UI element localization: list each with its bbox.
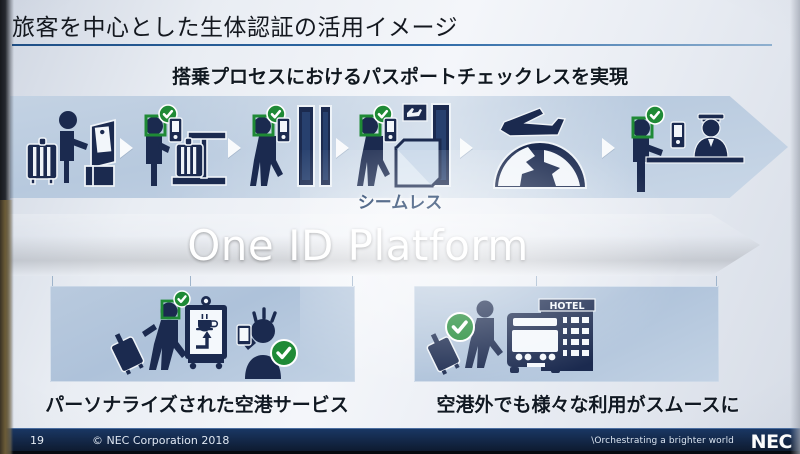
nec-tagline: \Orchestrating a brighter world bbox=[591, 436, 734, 446]
page-number: 19 bbox=[30, 434, 44, 447]
immigration-counter-icon bbox=[631, 105, 745, 192]
panel-personalized-airport-service bbox=[50, 286, 355, 382]
process-step-flight bbox=[482, 100, 602, 195]
coffee-cup-icon bbox=[196, 314, 219, 332]
page-title: 旅客を中心とした生体認証の活用イメージ bbox=[12, 15, 459, 41]
copyright-text: © NEC Corporation 2018 bbox=[92, 434, 230, 447]
outside-airport-icon-group: HOTEL bbox=[426, 298, 596, 375]
flow-chevron-1 bbox=[120, 138, 133, 158]
notification-rays bbox=[252, 307, 277, 323]
digital-signage-board-icon bbox=[185, 296, 227, 370]
face-recognition-frame bbox=[631, 116, 654, 139]
flow-chevron-5 bbox=[602, 138, 615, 158]
connector-left-a bbox=[52, 276, 53, 286]
boarding-gate-icon bbox=[357, 103, 451, 188]
title-tick-mark bbox=[2, 6, 5, 40]
flow-chevron-2 bbox=[228, 138, 241, 158]
footer-divider bbox=[0, 428, 800, 429]
face-recognition-frame bbox=[359, 114, 382, 137]
person-with-smartphone-icon bbox=[236, 307, 298, 379]
nec-logo: NEC bbox=[750, 431, 793, 453]
hotel-sign-text: HOTEL bbox=[549, 301, 584, 312]
airplane-sign-icon bbox=[402, 103, 428, 122]
title-underline bbox=[12, 44, 772, 46]
flow-chevron-4 bbox=[460, 138, 473, 158]
connector-left-b bbox=[190, 276, 191, 286]
subtitle: 搭乗プロセスにおけるパスポートチェックレスを実現 bbox=[171, 66, 628, 88]
caption-personalized-airport-service: パーソナライズされた空港サービス bbox=[45, 394, 349, 416]
face-recognition-frame bbox=[160, 299, 181, 320]
flow-chevron-3 bbox=[336, 138, 349, 158]
process-step-check-in-kiosk bbox=[22, 100, 127, 195]
connector-right-a bbox=[536, 276, 537, 286]
traveler-with-suitcase-icon bbox=[110, 290, 191, 375]
seamless-label: シームレス bbox=[357, 193, 443, 213]
bus-icon bbox=[507, 313, 563, 373]
caption-outside-airport-usage: 空港外でも様々な利用がスムースに bbox=[436, 394, 740, 416]
face-recognition-frame bbox=[252, 114, 275, 137]
counter-desk bbox=[645, 156, 745, 164]
slide-header: 旅客を中心とした生体認証の活用イメージ bbox=[0, 0, 800, 56]
traveler-with-suitcase-icon bbox=[426, 300, 503, 375]
officer-figure bbox=[693, 113, 729, 159]
check-in-kiosk-icon bbox=[26, 111, 116, 187]
connector-left-c bbox=[352, 276, 353, 286]
process-step-boarding-gate bbox=[352, 100, 462, 195]
slide-footer: 19 © NEC Corporation 2018 \Orchestrating… bbox=[0, 428, 800, 454]
process-step-baggage-drop bbox=[138, 100, 238, 195]
airplane-globe-icon bbox=[492, 107, 588, 189]
footer-bottom-strip bbox=[0, 451, 800, 454]
face-recognition-frame bbox=[144, 114, 167, 137]
security-gate-icon bbox=[250, 104, 332, 187]
process-step-security-gate bbox=[245, 100, 345, 195]
baggage-drop-icon bbox=[144, 104, 227, 186]
platform-title: One ID Platform bbox=[187, 220, 529, 270]
connector-right-b bbox=[716, 276, 717, 286]
panel-outside-airport-usage: HOTEL bbox=[414, 286, 719, 382]
personalized-service-icon-group bbox=[110, 290, 298, 379]
process-step-immigration bbox=[624, 100, 764, 195]
